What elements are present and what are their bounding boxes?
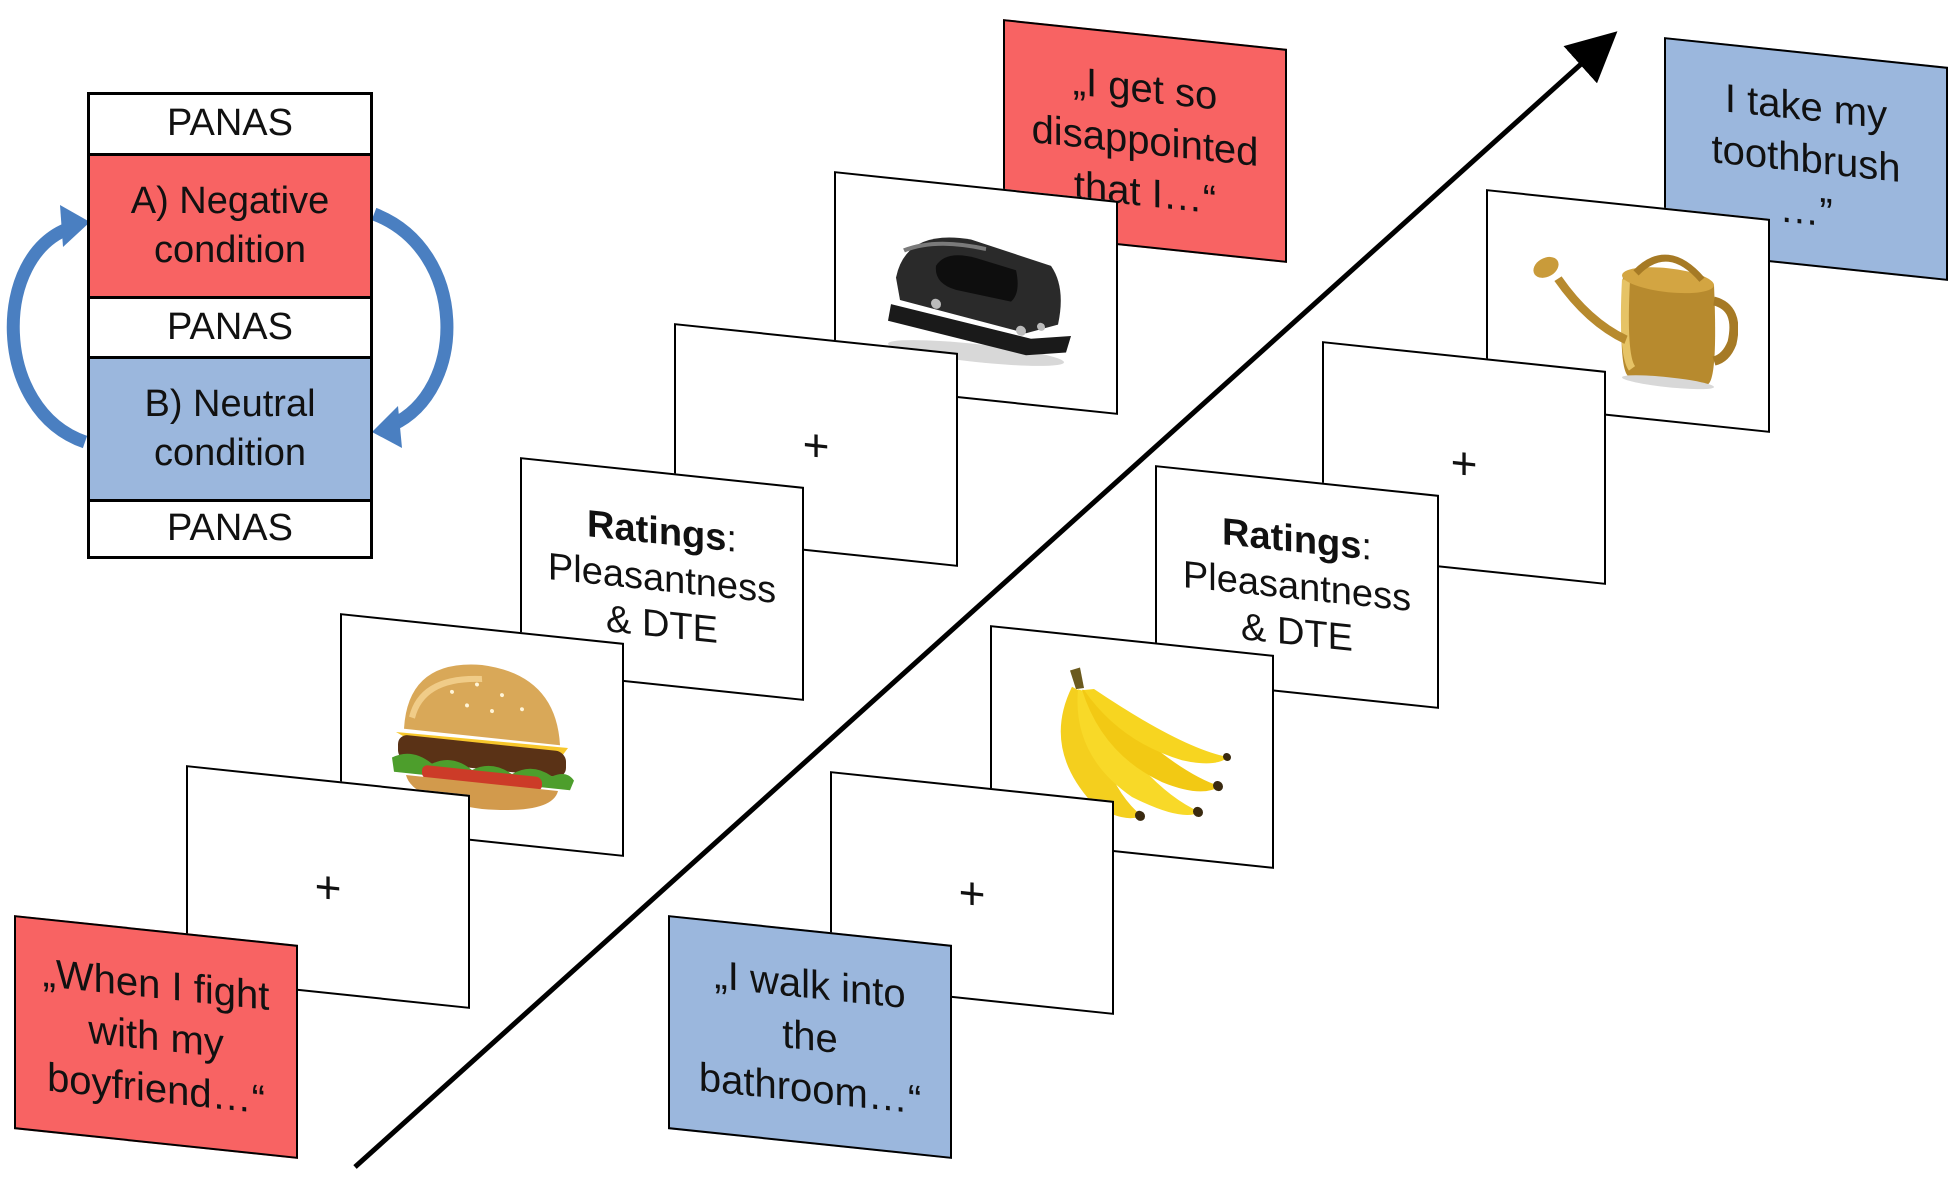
switch-arrow-left [6,221,88,449]
fixation-cross: + [802,417,830,473]
fixation-cross: + [1450,435,1478,491]
fixation-cross: + [314,859,342,915]
ratings-pleasantness: Pleasantness [547,545,777,612]
hole-punch-image-card [834,171,1118,415]
ratings-pleasantness: Pleasantness [1182,553,1412,620]
neutral-condition-label: B) Neutral condition [90,356,370,499]
ratings-text: Ratings: Pleasantness & DTE [1182,511,1412,661]
switch-arrow-right [371,207,454,431]
negative-sentence-1: „When I fight with my boyfriend…“ [42,951,270,1123]
ratings-text: Ratings: Pleasantness & DTE [547,503,777,653]
switch-arrowhead-right [372,406,402,448]
hole-punch-icon [888,237,1071,366]
time-arrow [353,31,1618,1169]
neutral-sentence-1: „I walk into the bathroom…“ [698,952,922,1123]
negative-sentence-card-1: „When I fight with my boyfriend…“ [14,915,298,1159]
bananas-icon [1060,667,1231,821]
bananas-image-card [990,625,1274,869]
ratings-dte: & DTE [1241,606,1353,661]
neutral-sentence-card-1: „I walk into the bathroom…“ [668,915,952,1159]
panas-label-1: PANAS [166,102,293,145]
panas-label-2: PANAS [90,296,370,356]
watering-can-image-card [1486,189,1770,433]
panas-label-3: PANAS [90,499,370,556]
fixation-cross: + [958,865,986,921]
switch-arrowhead-left [60,205,90,247]
condition-panel: PANAS A) Negative condition PANAS B) Neu… [87,92,373,559]
watering-can-icon [1533,254,1738,390]
negative-condition-label: A) Negative condition [90,153,370,296]
